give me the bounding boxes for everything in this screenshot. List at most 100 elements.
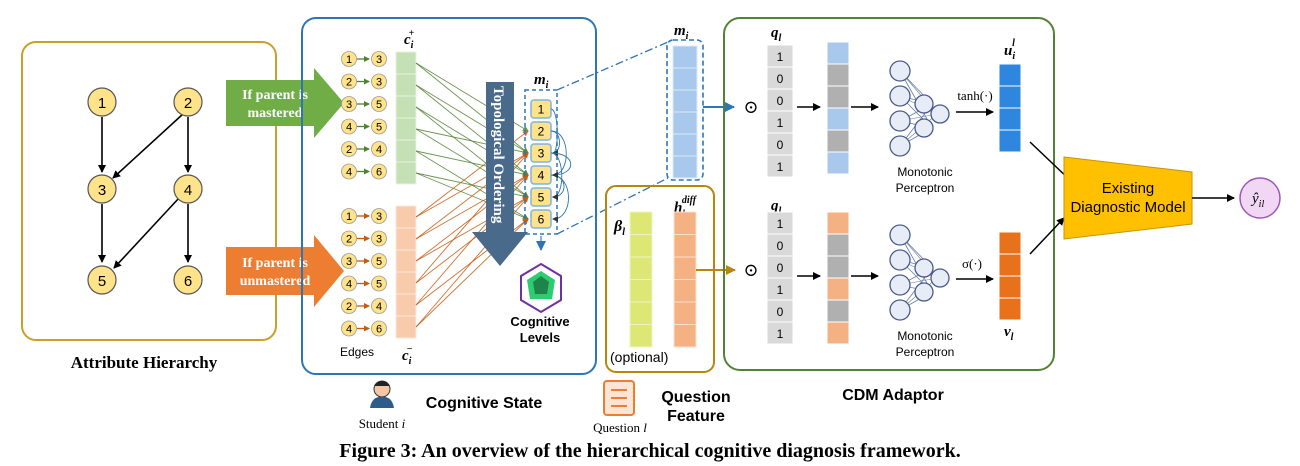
edge-from: 1 [346,54,352,66]
vector-cell [998,129,1022,153]
vector-cell [395,249,417,273]
vector-cell [395,73,417,97]
vector-cell [826,277,850,301]
svg-text:Diagnostic Model: Diagnostic Model [1070,199,1185,216]
c-plus-label: ci+ [404,28,414,51]
vector-cell [998,107,1022,131]
m-item: 1 [530,99,552,119]
vector-cell [395,139,417,163]
vector-cell [826,41,850,65]
edge-to: 5 [376,122,382,134]
v-to-model-arrow [1029,217,1065,255]
vector-cell [395,95,417,119]
beta-label: βl [613,218,625,238]
cdm-adaptor-title: CDM Adaptor [842,387,944,404]
m-item: 2 [530,121,552,141]
figure-caption: Figure 3: An overview of the hierarchica… [339,440,960,462]
edge-from: 2 [346,234,352,246]
vector-cell [395,271,417,295]
q-cell [766,154,794,178]
hierarchy-node-1: 1 [87,87,117,117]
edge-to: 3 [376,234,382,246]
projection-line-top [556,41,669,91]
svg-text:5: 5 [538,191,545,205]
odot-top: ⊙ [743,97,758,117]
perceptron-top-label-1: Monotonic [897,165,952,179]
edge-from: 4 [346,279,352,291]
q-value: 0 [777,94,784,108]
q-value: 1 [777,327,784,341]
question-feature-box [605,185,715,373]
perceptron-bottom [889,224,950,321]
svg-text:1: 1 [98,95,106,112]
svg-text:5: 5 [98,273,106,290]
student-label: Student i [359,416,406,431]
h-diff-vector [673,211,697,348]
vector-cell [998,85,1022,109]
sigma-label: σ(·) [962,256,982,271]
svg-text:1: 1 [538,103,545,117]
q-label-top: ql [771,25,782,44]
vector-cell [395,161,417,185]
edge-from: 3 [346,99,352,111]
svg-text:unmastered: unmastered [240,274,311,289]
perceptron-top [889,60,950,157]
q-value: 1 [777,217,784,231]
q-value: 0 [777,72,784,86]
v-vector [998,231,1022,321]
m-item: 4 [530,165,552,185]
odot-bottom: ⊙ [743,260,758,280]
edge-to: 4 [376,144,382,156]
svg-text:Topological Ordering: Topological Ordering [490,86,506,224]
vector-cell [998,63,1022,87]
hierarchy-node-4: 4 [173,174,203,204]
edge-to: 6 [376,324,382,336]
vector-cell [826,129,850,153]
edge-to: 6 [376,167,382,179]
student-icon [370,380,394,408]
edge-to: 5 [376,256,382,268]
vector-cell [629,279,653,303]
svg-text:6: 6 [184,273,192,290]
q-value: 0 [777,239,784,253]
existing-diagnostic-model: Existing Diagnostic Model [1063,156,1193,240]
vector-cell [673,324,697,348]
vector-cell [672,45,698,69]
question-feature-title-1: Question [661,389,730,406]
svg-text:4: 4 [538,169,545,183]
q-value: 0 [777,261,784,275]
svg-text:2: 2 [184,95,192,112]
q-value: 0 [777,138,784,152]
c-plus-vector [395,51,417,185]
m-label-adaptor: mi [674,23,689,42]
mastered-arrow: If parent is mastered [226,68,344,138]
vector-cell [672,155,698,179]
u-label: uil [1004,38,1015,62]
m-vector-dashed-box [666,39,704,181]
mlp-neuron [889,60,911,82]
product-vector-top [826,41,850,175]
vector-cell [672,89,698,113]
hierarchy-node-6: 6 [173,265,203,295]
vector-cell [395,315,417,339]
mlp-neuron [914,118,934,138]
vector-cell [395,293,417,317]
vector-cell [395,227,417,251]
vector-cell [998,297,1022,321]
hierarchy-node-2: 2 [173,87,203,117]
edge-to: 5 [376,279,382,291]
vector-cell [673,256,697,280]
mlp-neuron [914,258,934,278]
edge-to: 4 [376,301,382,313]
